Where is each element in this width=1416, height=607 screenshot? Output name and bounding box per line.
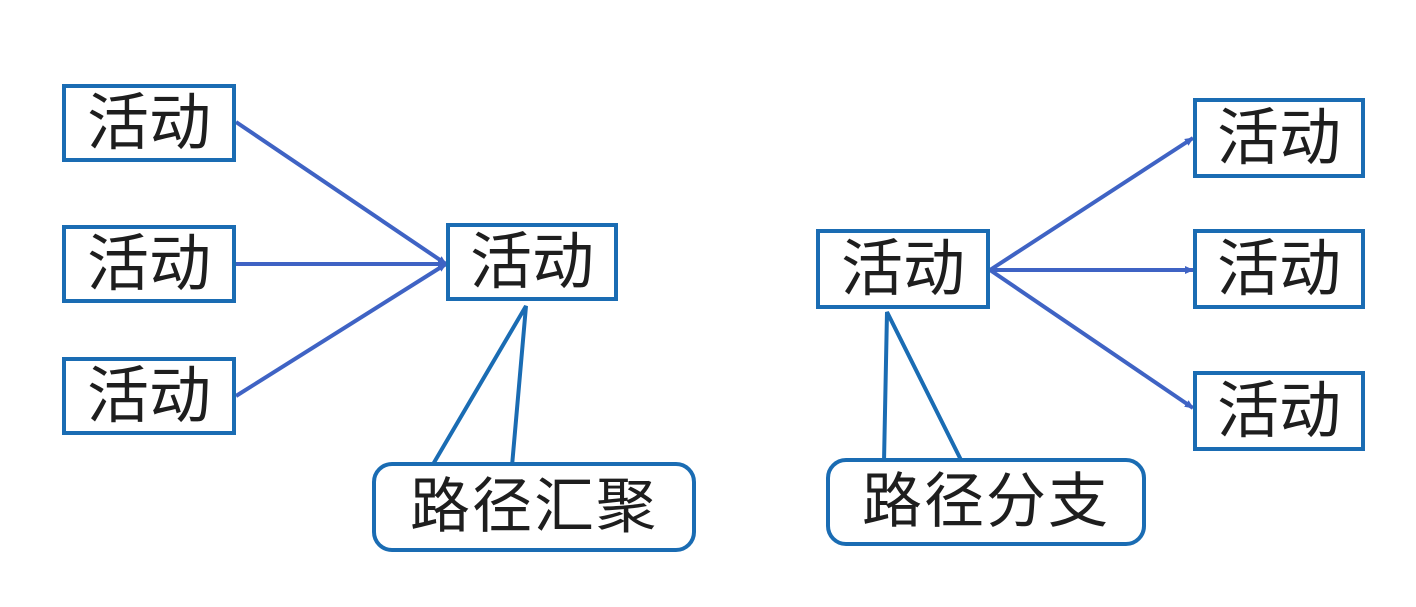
split-source: 活动 bbox=[816, 229, 990, 309]
merge-target: 活动 bbox=[446, 223, 618, 301]
merge-source-2: 活动 bbox=[62, 225, 236, 303]
merge-arrow-1 bbox=[234, 120, 448, 266]
split-callout-pointer bbox=[882, 311, 964, 463]
split-target-2: 活动 bbox=[1193, 229, 1365, 309]
merge-callout: 路径汇聚 bbox=[372, 462, 696, 552]
merge-arrow-3 bbox=[234, 262, 448, 398]
merge-source-1: 活动 bbox=[62, 84, 236, 162]
split-arrow-3 bbox=[988, 268, 1195, 410]
split-callout: 路径分支 bbox=[826, 458, 1146, 546]
split-target-3: 活动 bbox=[1193, 371, 1365, 451]
split-target-1: 活动 bbox=[1193, 98, 1365, 178]
split-arrow-1 bbox=[988, 136, 1195, 272]
merge-source-3: 活动 bbox=[62, 357, 236, 435]
merge-callout-pointer bbox=[430, 304, 528, 468]
